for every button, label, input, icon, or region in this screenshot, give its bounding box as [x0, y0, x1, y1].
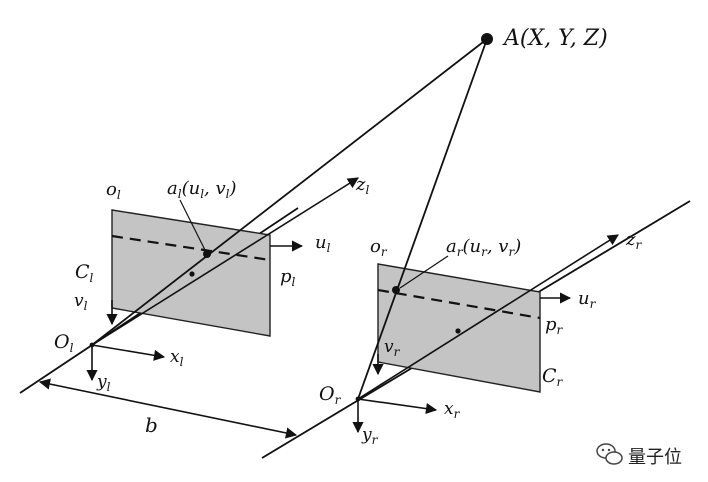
left-u-label: ul [315, 232, 331, 255]
left-y-label: yl [96, 372, 111, 394]
left-epipolar-dashed-line [111, 234, 271, 262]
right-o-label: or [370, 236, 388, 259]
left-a-label: al(ul, vl) [167, 178, 237, 201]
right-v-label: vr [384, 337, 401, 359]
left-camera-center-dot [89, 342, 95, 348]
right-x-label: xr [444, 399, 461, 421]
left-o-label: ol [106, 179, 121, 202]
right-image-point-dot [392, 286, 400, 294]
right-O-label: Or [319, 383, 342, 407]
point-A-label: A(X, Y, Z) [502, 26, 608, 51]
right-y-label: yr [361, 425, 379, 447]
right-z-axis [357, 234, 619, 400]
right-x-axis [357, 398, 438, 415]
watermark-text: 量子位 [628, 447, 682, 468]
right-epipolar-dashed-line [377, 288, 541, 320]
right-p-label: pr [545, 314, 564, 337]
left-projection-ray [91, 38, 488, 346]
right-projection-ray [357, 38, 488, 400]
right-C-label: Cr [542, 365, 564, 389]
right-camera-center-dot [355, 396, 361, 402]
left-C-label: Cl [75, 261, 94, 285]
baseline-b-label: b [145, 413, 158, 437]
right-a-leader-line [399, 255, 449, 289]
left-z-label: zl [355, 174, 369, 197]
right-z-label: zr [625, 229, 642, 252]
baseline-dimension-arrow [38, 378, 298, 439]
left-O-label: Ol [54, 331, 74, 355]
point-A-dot [481, 33, 493, 45]
wechat-icon [596, 443, 623, 465]
left-principal-point-dot [189, 271, 195, 277]
left-v-label: vl [74, 291, 88, 313]
left-p-label: pl [280, 266, 296, 289]
right-principal-point-dot [455, 328, 461, 334]
left-x-axis [91, 344, 166, 361]
left-x-label: xl [170, 347, 184, 369]
right-u-label: ur [578, 288, 597, 311]
left-a-leader-line [179, 199, 208, 255]
left-z-axis [91, 177, 359, 346]
right-a-label: ar(ur, vr) [446, 236, 521, 259]
